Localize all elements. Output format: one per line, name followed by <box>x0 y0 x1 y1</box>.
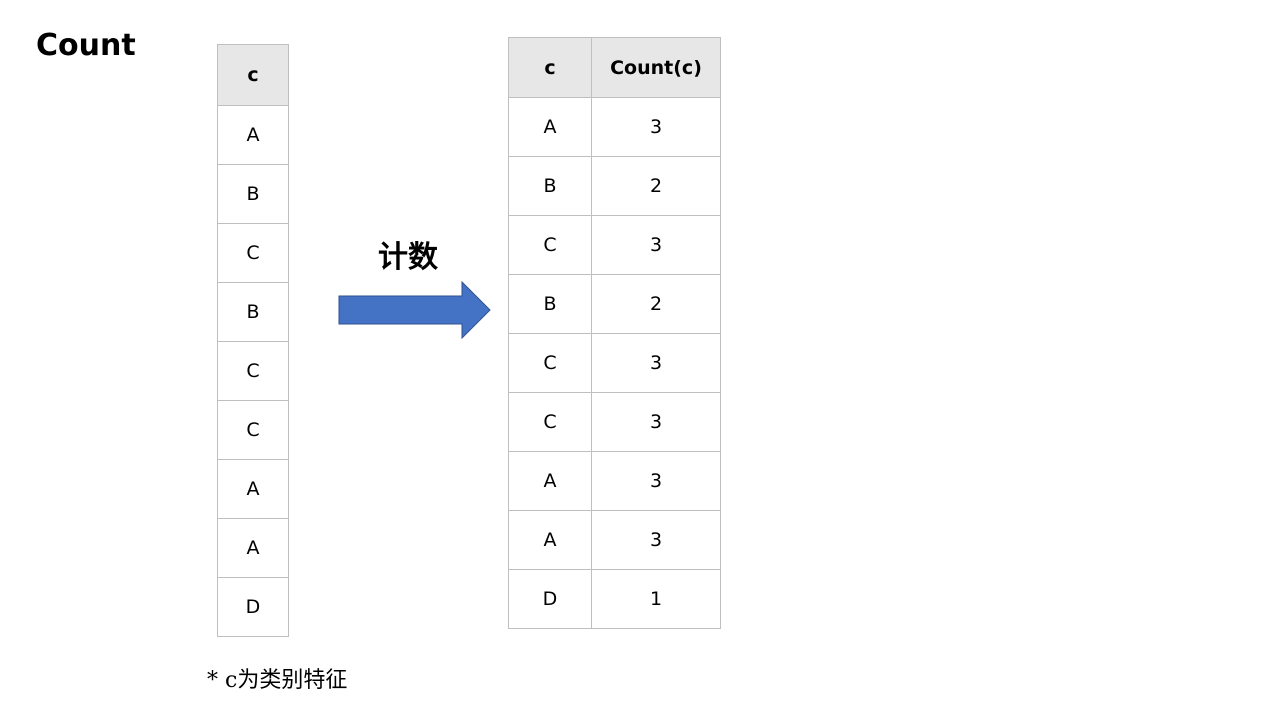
slide-title: Count <box>36 28 136 63</box>
output-cell-count: 3 <box>591 97 721 157</box>
input-cell-c: A <box>217 459 289 519</box>
output-cell-c: C <box>508 333 592 393</box>
output-cell-count: 1 <box>591 569 721 629</box>
output-cell-count: 3 <box>591 392 721 452</box>
right-arrow-shape <box>338 281 491 339</box>
input-cell-c: C <box>217 223 289 283</box>
output-cell-count: 2 <box>591 156 721 216</box>
output-cell-c: C <box>508 215 592 275</box>
input-header-c: c <box>217 44 289 106</box>
output-cell-count: 3 <box>591 510 721 570</box>
output-cell-c: A <box>508 97 592 157</box>
output-cell-c: A <box>508 451 592 511</box>
table-row: B <box>217 164 289 224</box>
right-arrow-icon <box>338 281 491 339</box>
input-cell-c: A <box>217 105 289 165</box>
table-row: D <box>217 577 289 637</box>
output-cell-c: B <box>508 274 592 334</box>
table-row: C <box>217 223 289 283</box>
output-cell-count: 3 <box>591 215 721 275</box>
input-cell-c: C <box>217 341 289 401</box>
input-table-header-row: c <box>217 44 289 106</box>
output-header-count: Count(c) <box>591 37 721 98</box>
table-row: B <box>217 282 289 342</box>
input-cell-c: A <box>217 518 289 578</box>
table-row: A <box>217 105 289 165</box>
output-cell-count: 3 <box>591 333 721 393</box>
table-row: C <box>217 400 289 460</box>
arrow-label: 计数 <box>378 240 438 275</box>
output-cell-c: A <box>508 510 592 570</box>
footnote: * c为类别特征 <box>207 668 348 693</box>
input-cell-c: C <box>217 400 289 460</box>
output-cell-count: 3 <box>591 451 721 511</box>
output-table-header-row: c Count(c) <box>508 37 721 98</box>
input-cell-c: B <box>217 164 289 224</box>
table-row: A <box>217 518 289 578</box>
table-row: A <box>217 459 289 519</box>
table-row: C <box>217 341 289 401</box>
output-cell-count: 2 <box>591 274 721 334</box>
output-cell-c: C <box>508 392 592 452</box>
output-cell-c: D <box>508 569 592 629</box>
output-cell-c: B <box>508 156 592 216</box>
input-cell-c: D <box>217 577 289 637</box>
output-header-c: c <box>508 37 592 98</box>
input-cell-c: B <box>217 282 289 342</box>
